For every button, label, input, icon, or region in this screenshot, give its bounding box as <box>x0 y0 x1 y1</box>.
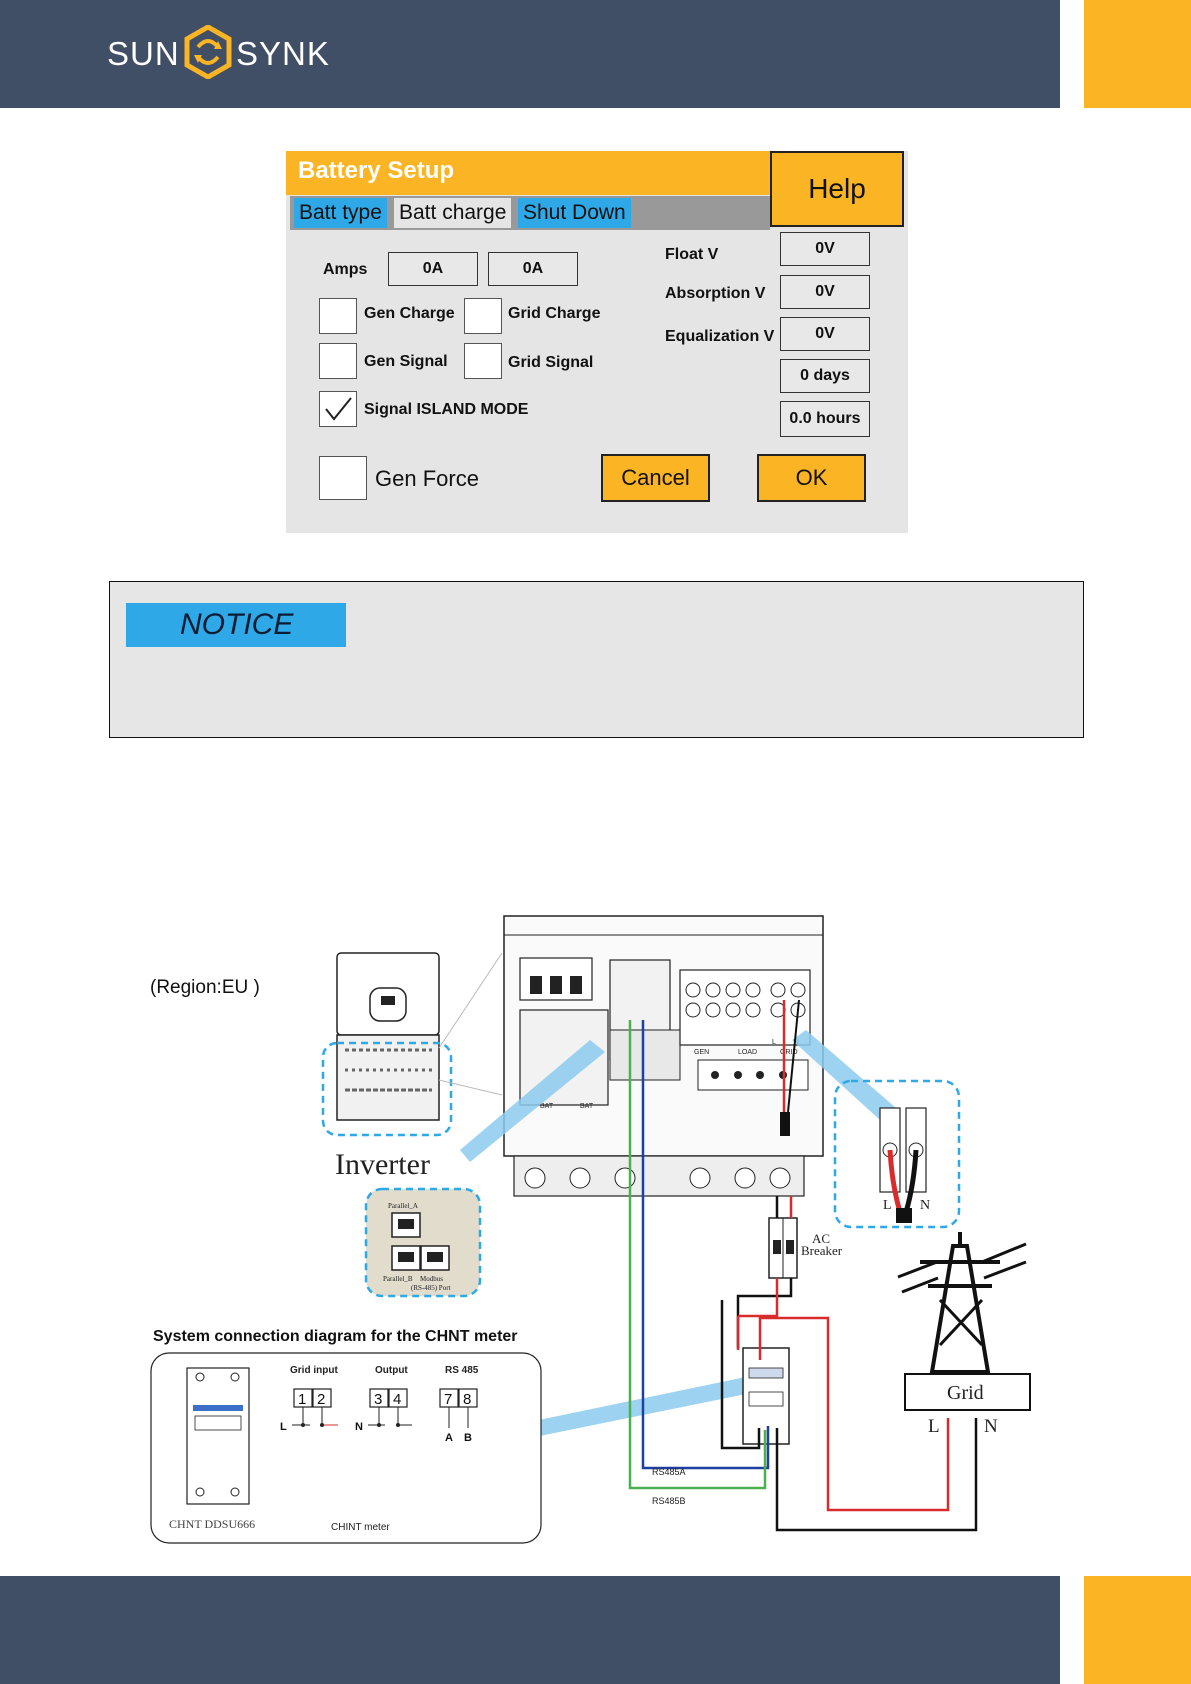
grid-box <box>904 1373 1031 1411</box>
signal-island-mode-label: Signal ISLAND MODE <box>364 401 529 418</box>
amps-field-2[interactable]: 0A <box>488 252 578 286</box>
ok-button[interactable]: OK <box>757 454 866 502</box>
parallel-a-label: Parallel_A <box>388 1202 418 1210</box>
gen-signal-label: Gen Signal <box>364 353 448 370</box>
grid-signal-checkbox[interactable] <box>464 343 502 379</box>
inverter-label: Inverter <box>335 1148 430 1181</box>
logo-text-synk: SYNK <box>236 35 330 72</box>
bat-label-1: BAT <box>540 1103 554 1110</box>
grid-charge-label: Grid Charge <box>508 305 601 322</box>
panel-title: Battery Setup <box>298 157 455 184</box>
equalization-v-field[interactable]: 0V <box>780 317 870 351</box>
rs485a-label: RS485A <box>652 1467 686 1477</box>
gen-terminal-label: GEN <box>694 1049 709 1056</box>
inverter-thumbnail <box>321 952 503 1137</box>
chnt-terminal-8: 8 <box>463 1391 471 1408</box>
chnt-meter-device <box>742 1347 790 1445</box>
chnt-l-label: L <box>280 1421 287 1433</box>
tab-batt-type[interactable]: Batt type <box>294 198 387 228</box>
header-band <box>0 0 1060 108</box>
float-v-label: Float V <box>665 246 719 263</box>
chnt-terminal-3: 3 <box>374 1391 382 1408</box>
modbus-label: Modbus <box>420 1275 443 1283</box>
chnt-model-label: CHNT DDSU666 <box>169 1517 255 1531</box>
chnt-terminal-2: 2 <box>317 1391 325 1408</box>
chnt-n-label: N <box>355 1421 363 1433</box>
bat-label-2: BAT <box>580 1103 594 1110</box>
gen-charge-label: Gen Charge <box>364 305 455 322</box>
gen-force-label: Gen Force <box>375 466 479 491</box>
chnt-terminal-4: 4 <box>393 1391 401 1408</box>
grid-terminal-detail <box>833 1079 961 1229</box>
inverter-terminal-zoom: BAT BAT GEN LOAD GRID L N <box>503 915 824 1197</box>
tab-shut-down[interactable]: Shut Down <box>518 198 631 228</box>
days-field[interactable]: 0 days <box>780 359 870 393</box>
gen-force-checkbox[interactable] <box>319 456 367 500</box>
float-v-field[interactable]: 0V <box>780 232 870 266</box>
absorption-v-field[interactable]: 0V <box>780 275 870 309</box>
amps-label: Amps <box>323 261 368 278</box>
chnt-section-title: System connection diagram for the CHNT m… <box>153 1328 518 1345</box>
grid-l-label: L <box>928 1416 940 1437</box>
notice-label: NOTICE <box>126 603 346 647</box>
checkmark-icon <box>325 397 352 421</box>
port-detail <box>364 1187 482 1298</box>
arrow-to-grid-zoom <box>792 1030 896 1120</box>
ac-breaker-label-2: Breaker <box>801 1243 843 1258</box>
cancel-button[interactable]: Cancel <box>601 454 710 502</box>
help-button[interactable]: Help <box>770 151 904 227</box>
panel-title-bar <box>286 151 770 195</box>
chnt-a-label: A <box>445 1432 453 1444</box>
grid-tower-icon <box>897 1232 1027 1374</box>
signal-island-mode-checkbox[interactable] <box>319 391 357 427</box>
gen-signal-checkbox[interactable] <box>319 343 357 379</box>
header-accent <box>1084 0 1191 108</box>
chnt-output-label: Output <box>375 1365 408 1376</box>
equalization-v-label: Equalization V <box>665 328 775 345</box>
ac-breaker-label-1: AC <box>812 1231 830 1246</box>
amps-field-1[interactable]: 0A <box>388 252 478 286</box>
logo-text-sun: SUN <box>107 35 180 72</box>
chnt-terminal-1: 1 <box>298 1391 306 1408</box>
grid-signal-label: Grid Signal <box>508 354 594 371</box>
chnt-detail-card <box>150 1352 542 1544</box>
zoom-n-label: N <box>920 1198 930 1213</box>
region-label: (Region:EU ) <box>150 977 260 998</box>
chnt-rs485-label: RS 485 <box>445 1365 479 1376</box>
arrow-to-port-detail <box>460 1040 605 1162</box>
rs485b-label: RS485B <box>652 1496 686 1506</box>
parallel-b-label: Parallel_B <box>383 1275 413 1283</box>
rs485-port-label: (RS-485) Port <box>411 1284 451 1292</box>
chnt-grid-input-label: Grid input <box>290 1365 338 1376</box>
tab-batt-charge[interactable]: Batt charge <box>394 198 512 228</box>
grid-charge-checkbox[interactable] <box>464 298 502 334</box>
grid-label: Grid <box>947 1382 984 1404</box>
terminal-l-label: L <box>772 1039 776 1046</box>
footer-band <box>0 1576 1060 1684</box>
hours-field[interactable]: 0.0 hours <box>780 401 870 437</box>
grid-n-label: N <box>984 1416 998 1437</box>
absorption-v-label: Absorption V <box>665 285 766 302</box>
chnt-b-label: B <box>464 1432 472 1444</box>
wiring <box>628 999 978 1532</box>
footer-accent <box>1084 1576 1191 1684</box>
load-terminal-label: LOAD <box>738 1049 757 1056</box>
ac-breaker <box>768 1217 798 1279</box>
chnt-meter-label: CHINT meter <box>331 1522 390 1533</box>
gen-charge-checkbox[interactable] <box>319 298 357 334</box>
zoom-l-label: L <box>883 1198 892 1213</box>
grid-terminal-label: GRID <box>780 1049 798 1056</box>
chnt-terminal-7: 7 <box>444 1391 452 1408</box>
arrow-to-chnt-detail <box>510 1374 766 1440</box>
sunsynk-logo-icon <box>184 25 232 79</box>
